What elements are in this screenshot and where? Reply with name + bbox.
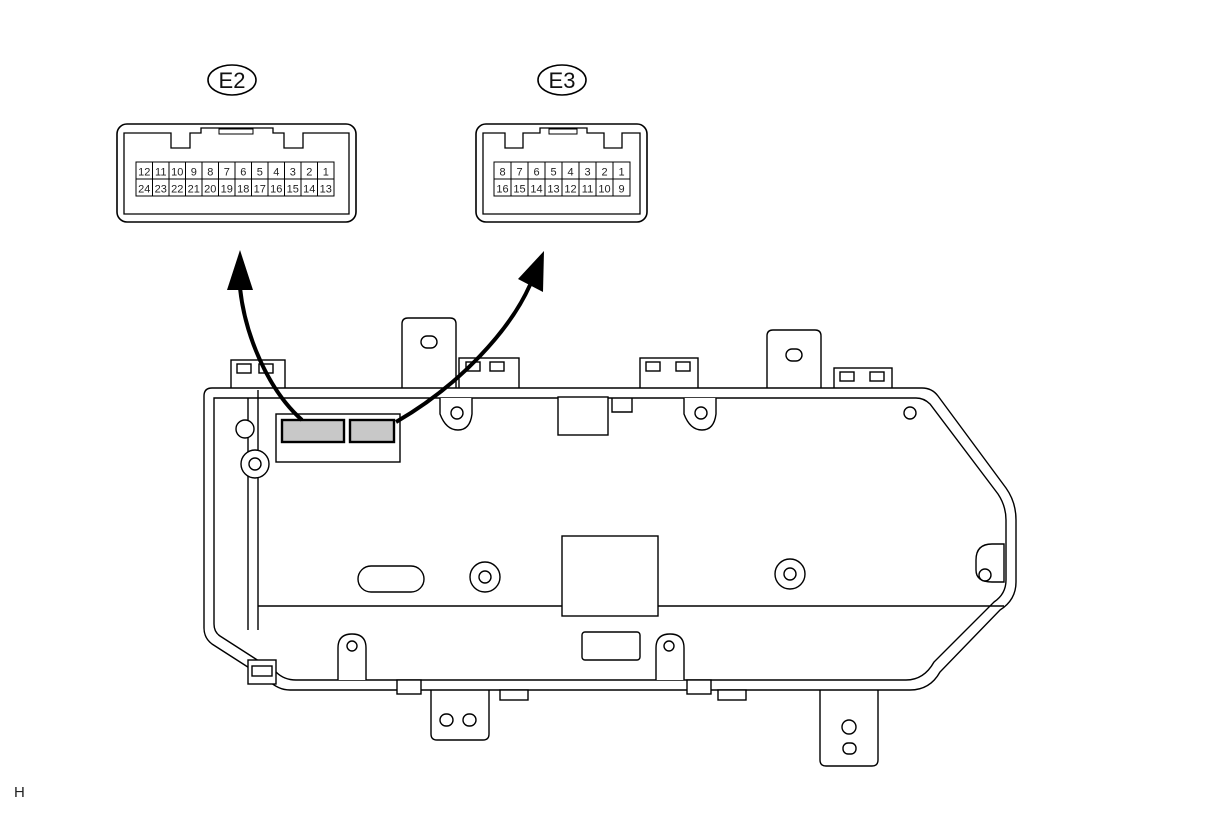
pin-number: 7 [516, 167, 522, 179]
pin-number: 13 [320, 184, 332, 196]
connector-e3-label-oval [537, 64, 587, 96]
pin-number: 17 [254, 184, 266, 196]
connection-arrows [227, 250, 544, 424]
pin-number: 3 [290, 167, 296, 179]
pin-number: 10 [171, 167, 183, 179]
pin-number: 21 [188, 184, 200, 196]
connector-e2-label-oval [207, 64, 257, 96]
pin-number: 2 [601, 167, 607, 179]
pin-number: 1 [323, 167, 329, 179]
connector-e2-label: E2 [219, 68, 246, 93]
connector-e3-label: E3 [549, 68, 576, 93]
pin-number: 24 [138, 184, 150, 196]
pin-number: 8 [207, 167, 213, 179]
pin-number: 3 [584, 167, 590, 179]
pin-number: 22 [171, 184, 183, 196]
pin-number: 7 [224, 167, 230, 179]
arrow-to-e2 [238, 287, 304, 422]
meter-housing [203, 317, 1017, 767]
pin-cell [317, 178, 335, 197]
pin-number: 19 [221, 184, 233, 196]
pin-number: 6 [533, 167, 539, 179]
pin-number: 14 [530, 184, 542, 196]
pin-cell [612, 178, 631, 197]
figure-id-label: H [14, 784, 25, 801]
pin-number: 2 [306, 167, 312, 179]
pin-number: 16 [496, 184, 508, 196]
pin-number: 12 [564, 184, 576, 196]
center-component-block [561, 535, 659, 617]
meter-socket-e2 [280, 418, 346, 444]
pin-number: 4 [273, 167, 279, 179]
pin-number: 11 [155, 167, 166, 179]
pin-number: 20 [204, 184, 216, 196]
pin-number: 13 [547, 184, 559, 196]
pin-number: 16 [270, 184, 282, 196]
pin-number: 5 [257, 167, 263, 179]
pin-number: 12 [138, 167, 150, 179]
pin-number: 1 [618, 167, 624, 179]
pin-number: 14 [303, 184, 315, 196]
mount-tab-top-1 [401, 317, 457, 393]
meter-socket-e3 [348, 418, 396, 444]
pin-number: 18 [237, 184, 249, 196]
pin-number: 9 [191, 167, 197, 179]
pin-number: 23 [155, 184, 167, 196]
pin-number: 15 [287, 184, 299, 196]
pin-number: 8 [499, 167, 505, 179]
pin-number: 4 [567, 167, 573, 179]
pin-number: 5 [550, 167, 556, 179]
pin-number: 15 [513, 184, 525, 196]
pin-number: 10 [598, 184, 610, 196]
arrow-to-e3 [394, 284, 532, 424]
pin-number: 11 [582, 184, 593, 196]
pin-number: 6 [240, 167, 246, 179]
pin-number: 9 [618, 184, 624, 196]
